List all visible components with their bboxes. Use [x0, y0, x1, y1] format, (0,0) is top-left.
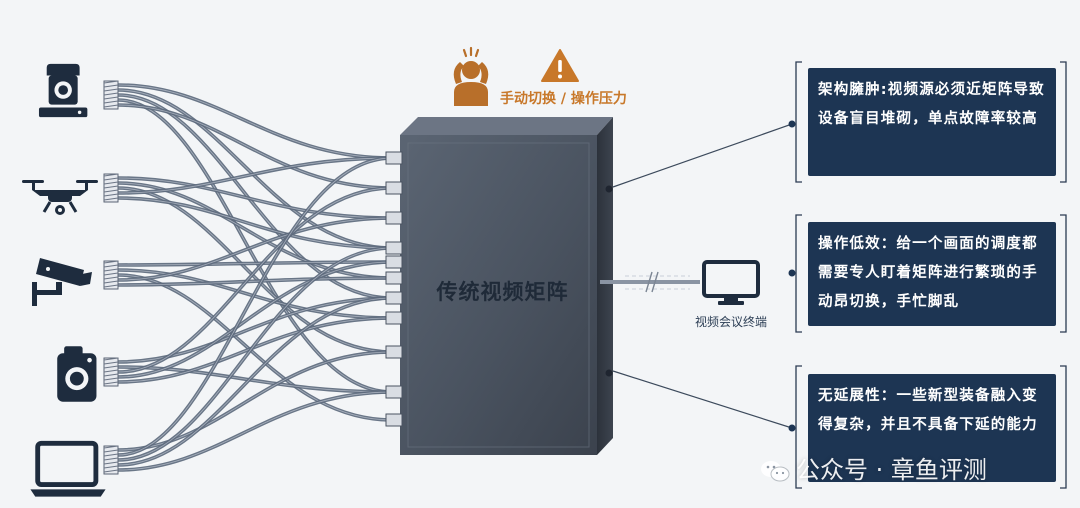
wechat-icon — [761, 461, 790, 482]
body-camera-icon — [57, 346, 97, 402]
cable-highlight — [117, 187, 393, 373]
monitor-icon — [702, 260, 760, 305]
break-mark — [645, 271, 653, 293]
cable-highlight — [117, 261, 393, 378]
card-bracket — [795, 365, 802, 489]
cable-highlight — [117, 104, 393, 189]
stressed-person-icon — [453, 46, 489, 106]
callout-dot — [788, 424, 796, 432]
terminal-label: 视频会议终端 — [694, 315, 767, 329]
issue-card-extensibility: 无延展性：一些新型装备融入变得复杂，并且不具备下延的能力 — [808, 374, 1056, 482]
cable-highlight — [117, 351, 393, 451]
matrix-label: 传统视频矩阵 — [436, 280, 569, 304]
issue-card-text: 操作低效：给一个画面的调度都需要专人盯着矩阵进行繁琐的手动昂切换，手忙脚乱 — [818, 236, 1038, 310]
matrix-input-connector — [385, 345, 403, 359]
cable-highlight — [117, 217, 393, 281]
cable-highlight — [117, 157, 393, 194]
cable-highlight — [117, 297, 393, 363]
card-bracket — [1060, 214, 1067, 333]
stress-label: 手动切换 / 操作压力 — [500, 91, 627, 107]
cable-highlight — [117, 197, 393, 249]
cable-highlight — [117, 99, 393, 393]
cable-highlight — [117, 157, 393, 456]
matrix-top-face — [400, 117, 613, 135]
cable-highlight — [117, 261, 393, 266]
matrix-input-connector — [385, 291, 403, 305]
matrix-input-connector — [385, 413, 403, 427]
issue-card-architecture: 架构臃肿:视频源必须近矩阵导致设备盲目堆砌，单点故障率较高 — [808, 68, 1056, 176]
card-bracket — [795, 61, 802, 183]
card-bracket — [795, 214, 802, 333]
laptop-icon — [30, 440, 106, 497]
matrix-input-connector — [385, 255, 403, 269]
matrix-port-dot — [605, 185, 613, 193]
callout-line-bottom — [612, 370, 793, 429]
cable-highlight — [117, 177, 393, 219]
cable-highlight — [117, 84, 393, 159]
cctv-camera-icon — [32, 258, 92, 306]
ptz-camera-icon — [38, 63, 88, 118]
cable-highlight — [117, 187, 393, 353]
break-mark — [651, 271, 659, 293]
issue-card-operation: 操作低效：给一个画面的调度都需要专人盯着矩阵进行繁琐的手动昂切换，手忙脚乱 — [808, 222, 1056, 326]
matrix-input-connector — [385, 311, 403, 325]
watermark: 公众号 · 章鱼评测 — [760, 450, 987, 485]
matrix-port-dot — [605, 369, 613, 377]
issue-card-text: 无延展性：一些新型装备融入变得复杂，并且不具备下延的能力 — [818, 388, 1038, 433]
matrix-input-connector — [385, 241, 403, 255]
callout-line-top — [612, 123, 793, 188]
issue-card-text: 架构臃肿:视频源必须近矩阵导致设备盲目堆砌，单点故障率较高 — [818, 82, 1045, 127]
cable-highlight — [117, 391, 393, 471]
matrix-front-face — [400, 135, 597, 455]
matrix-input-connector — [385, 211, 403, 225]
matrix-input-connector — [385, 181, 403, 195]
cable-highlight — [117, 247, 393, 461]
card-bracket — [1060, 365, 1067, 489]
callout-dot — [788, 120, 796, 128]
cable-highlight — [117, 317, 393, 383]
callout-dot — [788, 269, 796, 277]
matrix-input-connector — [385, 151, 403, 165]
cable-highlight — [117, 89, 393, 249]
cable-highlight — [117, 274, 393, 421]
matrix-input-connector — [385, 385, 403, 399]
cable-highlight — [117, 269, 393, 319]
cable-highlight — [117, 297, 393, 466]
cable-highlight — [117, 182, 393, 279]
card-bracket — [1060, 61, 1067, 183]
drone-icon — [22, 180, 98, 215]
watermark-text: 公众号 · 章鱼评测 — [796, 456, 987, 484]
matrix-input-connector — [385, 271, 403, 285]
warning-triangle-icon — [541, 49, 579, 82]
